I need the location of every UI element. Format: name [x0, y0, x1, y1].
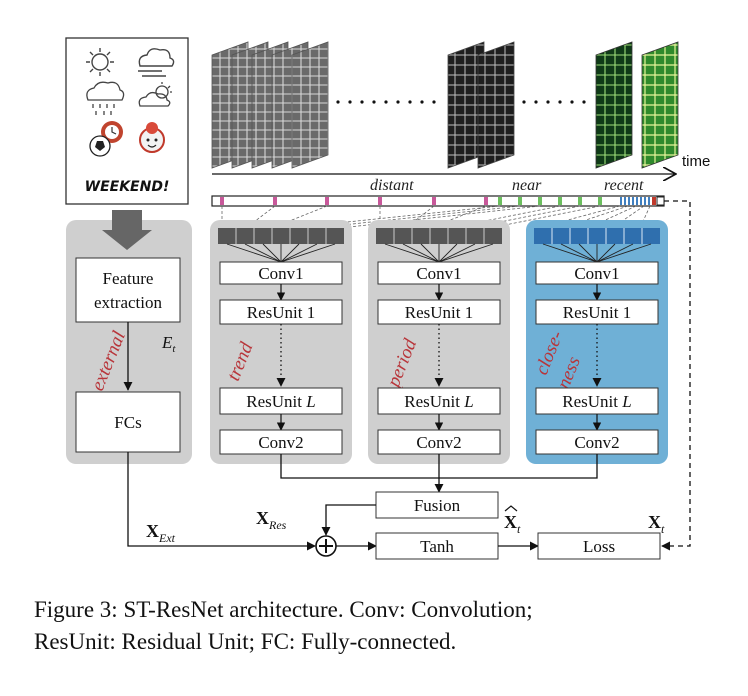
sun-icon: [86, 48, 114, 76]
snowman-icon: [139, 122, 165, 153]
trend-input-cells: [218, 228, 344, 244]
closeness-resunit1-box: [535, 299, 659, 325]
closeness-conv1-label: Conv1: [574, 264, 619, 283]
target-box: [656, 196, 665, 206]
trend-resunitL-label: ResUnit L: [246, 392, 315, 411]
near-label: near: [512, 177, 542, 194]
soccer-clock-icon: [89, 121, 123, 157]
period-resunit1-label: ResUnit 1: [405, 303, 473, 322]
period-resunitL-box: [377, 387, 501, 415]
trend-resunitL-box: [219, 387, 343, 415]
x-res-label: XRes: [256, 508, 287, 532]
external-info-card: WEEKEND!: [65, 37, 189, 205]
caption-line-2: ResUnit: Residual Unit; FC: Fully-connec…: [34, 629, 457, 654]
distant-frames: [211, 41, 329, 169]
closeness-resunitL-label: ResUnit L: [562, 392, 631, 411]
x-t-label: Xt: [648, 512, 665, 536]
x-ext-label: XExt: [146, 521, 176, 545]
fusion-to-plus-line: [321, 504, 376, 536]
period-branch: Conv1 ResUnit 1 period ResUnit L Conv2: [368, 220, 510, 464]
feature-extraction-line2: extraction: [94, 293, 162, 312]
et-label: Et: [161, 333, 176, 355]
tanh-box: [375, 532, 499, 560]
trend-conv2-label: Conv2: [258, 433, 303, 452]
time-label: time: [682, 153, 710, 170]
fcs-label: FCs: [114, 413, 141, 432]
period-input-cells: [376, 228, 502, 244]
distant-label: distant: [370, 177, 414, 194]
closeness-conv2-label: Conv2: [574, 433, 619, 452]
sum-node-icon: [315, 535, 337, 557]
period-fan-lines: [384, 243, 494, 263]
partly-cloudy-icon: [138, 82, 172, 107]
trend-branch: Conv1 ResUnit 1 trend ResUnit L Conv2: [210, 220, 352, 464]
trend-conv1-label: Conv1: [258, 264, 303, 283]
loss-label: Loss: [583, 537, 615, 556]
closeness-resunit1-label: ResUnit 1: [563, 303, 631, 322]
fusion-box: [375, 491, 499, 519]
x-hat-caret: [504, 505, 518, 512]
loss-box: [537, 532, 661, 560]
st-resnet-diagram: WEEKEND! time distant near recent: [65, 37, 710, 560]
recent-frames: [595, 41, 679, 169]
x-hat-label: Xt: [504, 512, 521, 536]
target-tick: [652, 197, 656, 205]
closeness-resunitL-box: [535, 387, 659, 415]
period-resunit1-box: [377, 299, 501, 325]
fusion-label: Fusion: [414, 496, 461, 515]
target-dashed-line: [661, 200, 691, 551]
closeness-input-cells: [534, 228, 660, 244]
fcs-box: [75, 391, 181, 453]
caption-line-1: Figure 3: ST-ResNet architecture. Conv: …: [34, 597, 533, 622]
figure-caption: Figure 3: ST-ResNet architecture. Conv: …: [34, 594, 724, 658]
ellipsis-dots-1: [336, 100, 436, 104]
sequence-bar: [211, 195, 665, 207]
period-conv1-label: Conv1: [416, 264, 461, 283]
period-ticks: [378, 197, 488, 205]
windy-cloud-icon: [138, 48, 175, 77]
period-resunitL-label: ResUnit L: [404, 392, 473, 411]
near-frames: [447, 41, 515, 169]
feature-extraction-line1: Feature: [103, 269, 154, 288]
trend-fan-lines: [226, 243, 336, 263]
recent-label: recent: [604, 177, 644, 194]
weekend-text: WEEKEND!: [85, 179, 170, 195]
closeness-conv2-box: [535, 429, 659, 455]
down-arrow-icon: [102, 210, 152, 250]
tanh-label: Tanh: [420, 537, 454, 556]
fcs-to-plus-line: [127, 452, 316, 551]
feature-extraction-box: [75, 257, 181, 323]
closeness-branch: Conv1 ResUnit 1 close- ness ResUnit L Co…: [526, 220, 668, 464]
closeness-fan-lines: [542, 243, 652, 263]
rain-cloud-icon: [86, 81, 125, 115]
ellipsis-dots-2: [522, 100, 586, 104]
trend-ticks: [220, 197, 329, 205]
near-ticks: [498, 197, 602, 205]
recent-block: [618, 197, 650, 205]
trend-resunit1-label: ResUnit 1: [247, 303, 315, 322]
period-conv2-box: [377, 429, 501, 455]
period-conv2-label: Conv2: [416, 433, 461, 452]
